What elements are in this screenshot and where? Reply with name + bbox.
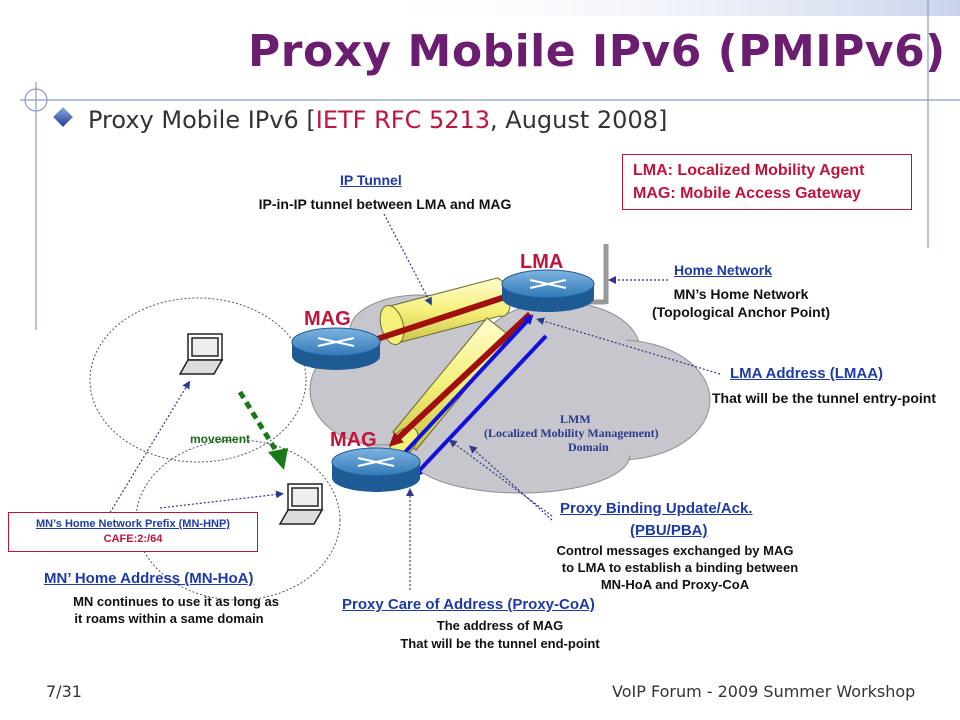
lma-definition: LMA: Localized Mobility Agent: [633, 162, 865, 179]
ip-tunnel-desc: IP-in-IP tunnel between LMA and MAG: [258, 196, 512, 212]
coverage-circle-bottom: [135, 439, 341, 601]
lmm-line2: (Localized Mobility Management): [484, 426, 659, 440]
pbu-title-line1: Proxy Binding Update/Ack.: [560, 500, 753, 517]
callout-hnp-bottom: [159, 490, 284, 509]
mag-top-label: MAG: [304, 308, 351, 330]
pbu-title-line2: (PBU/PBA): [630, 522, 708, 539]
pba-arrow: [412, 334, 548, 478]
mag-router-top: [291, 327, 381, 370]
lmm-line3: Domain: [568, 440, 609, 454]
slide-title: Proxy Mobile IPv6 (PMIPv6): [248, 26, 946, 77]
lmm-domain-label: LMM (Localized Mobility Management) Doma…: [484, 412, 659, 454]
movement-arrowhead: [268, 448, 288, 470]
callout-hnp-top: [107, 380, 191, 517]
proxy-coa-line1: The address of MAG: [436, 618, 564, 633]
footer-rule: [0, 672, 960, 673]
movement-arrow: [237, 390, 281, 456]
proxy-coa-line2: That will be the tunnel end-point: [400, 636, 600, 651]
bullet-rfc: Proxy Mobile IPv6 [IETF RFC 5213, August…: [88, 106, 667, 134]
mag-definition: MAG: Mobile Access Gateway: [633, 185, 861, 202]
mag-bottom-label: MAG: [330, 429, 377, 451]
footer-page-number: 7/31: [46, 682, 82, 701]
mn-hoa-title: MN’ Home Address (MN-HoA): [44, 570, 254, 587]
mn-hnp-value: CAFE:2:/64: [103, 533, 163, 545]
mn-hnp-title: MN’s Home Network Prefix (MN-HNP): [36, 518, 230, 530]
lmaa-title: LMA Address (LMAA): [730, 365, 884, 382]
home-network-title: Home Network: [674, 262, 773, 278]
ip-tunnel-title: IP Tunnel: [340, 172, 402, 188]
pbu-line2: to LMA to establish a binding between: [561, 560, 799, 575]
coverage-circle-top: [89, 297, 307, 463]
callout-pbu-2: [469, 445, 553, 521]
proxy-coa-title: Proxy Care of Address (Proxy-CoA): [342, 596, 595, 613]
pbu-arrow: [394, 314, 534, 464]
pbu-line1: Control messages exchanged by MAG: [556, 543, 794, 558]
lma-label: LMA: [520, 251, 564, 273]
tunnel-arrow-lower: [388, 311, 533, 447]
mn-hoa-line1: MN continues to use it as long as: [73, 594, 279, 609]
bullet-rfc-highlight: IETF RFC 5213: [315, 106, 491, 134]
mag-router-bottom: [331, 447, 421, 492]
lmaa-desc: That will be the tunnel entry-point: [712, 390, 936, 406]
home-network-line1: MN’s Home Network: [673, 286, 809, 302]
bullet-suffix: , August 2008]: [490, 106, 668, 134]
movement-label: movement: [190, 432, 251, 446]
home-network-line2: (Topological Anchor Point): [651, 304, 831, 320]
laptop-icon-bottom: [278, 483, 324, 525]
tunnel-arrow-upper: [349, 293, 509, 351]
callout-pbu-1: [448, 439, 553, 517]
mn-hnp-box: MN’s Home Network Prefix (MN-HNP) CAFE:2…: [8, 512, 258, 552]
pbu-line3: MN-HoA and Proxy-CoA: [600, 577, 750, 592]
lmm-line1: LMM: [560, 412, 591, 426]
lma-router: [501, 269, 595, 312]
acronym-legend-box: LMA: Localized Mobility Agent MAG: Mobil…: [622, 154, 912, 210]
callout-lmaa: [536, 317, 721, 375]
mn-hoa-line2: it roams within a same domain: [74, 611, 264, 626]
callout-ip-tunnel: [383, 213, 432, 306]
footer-event: VoIP Forum - 2009 Summer Workshop: [612, 682, 916, 701]
laptop-icon-top: [178, 333, 224, 375]
bullet-prefix: Proxy Mobile IPv6 [: [88, 106, 316, 134]
